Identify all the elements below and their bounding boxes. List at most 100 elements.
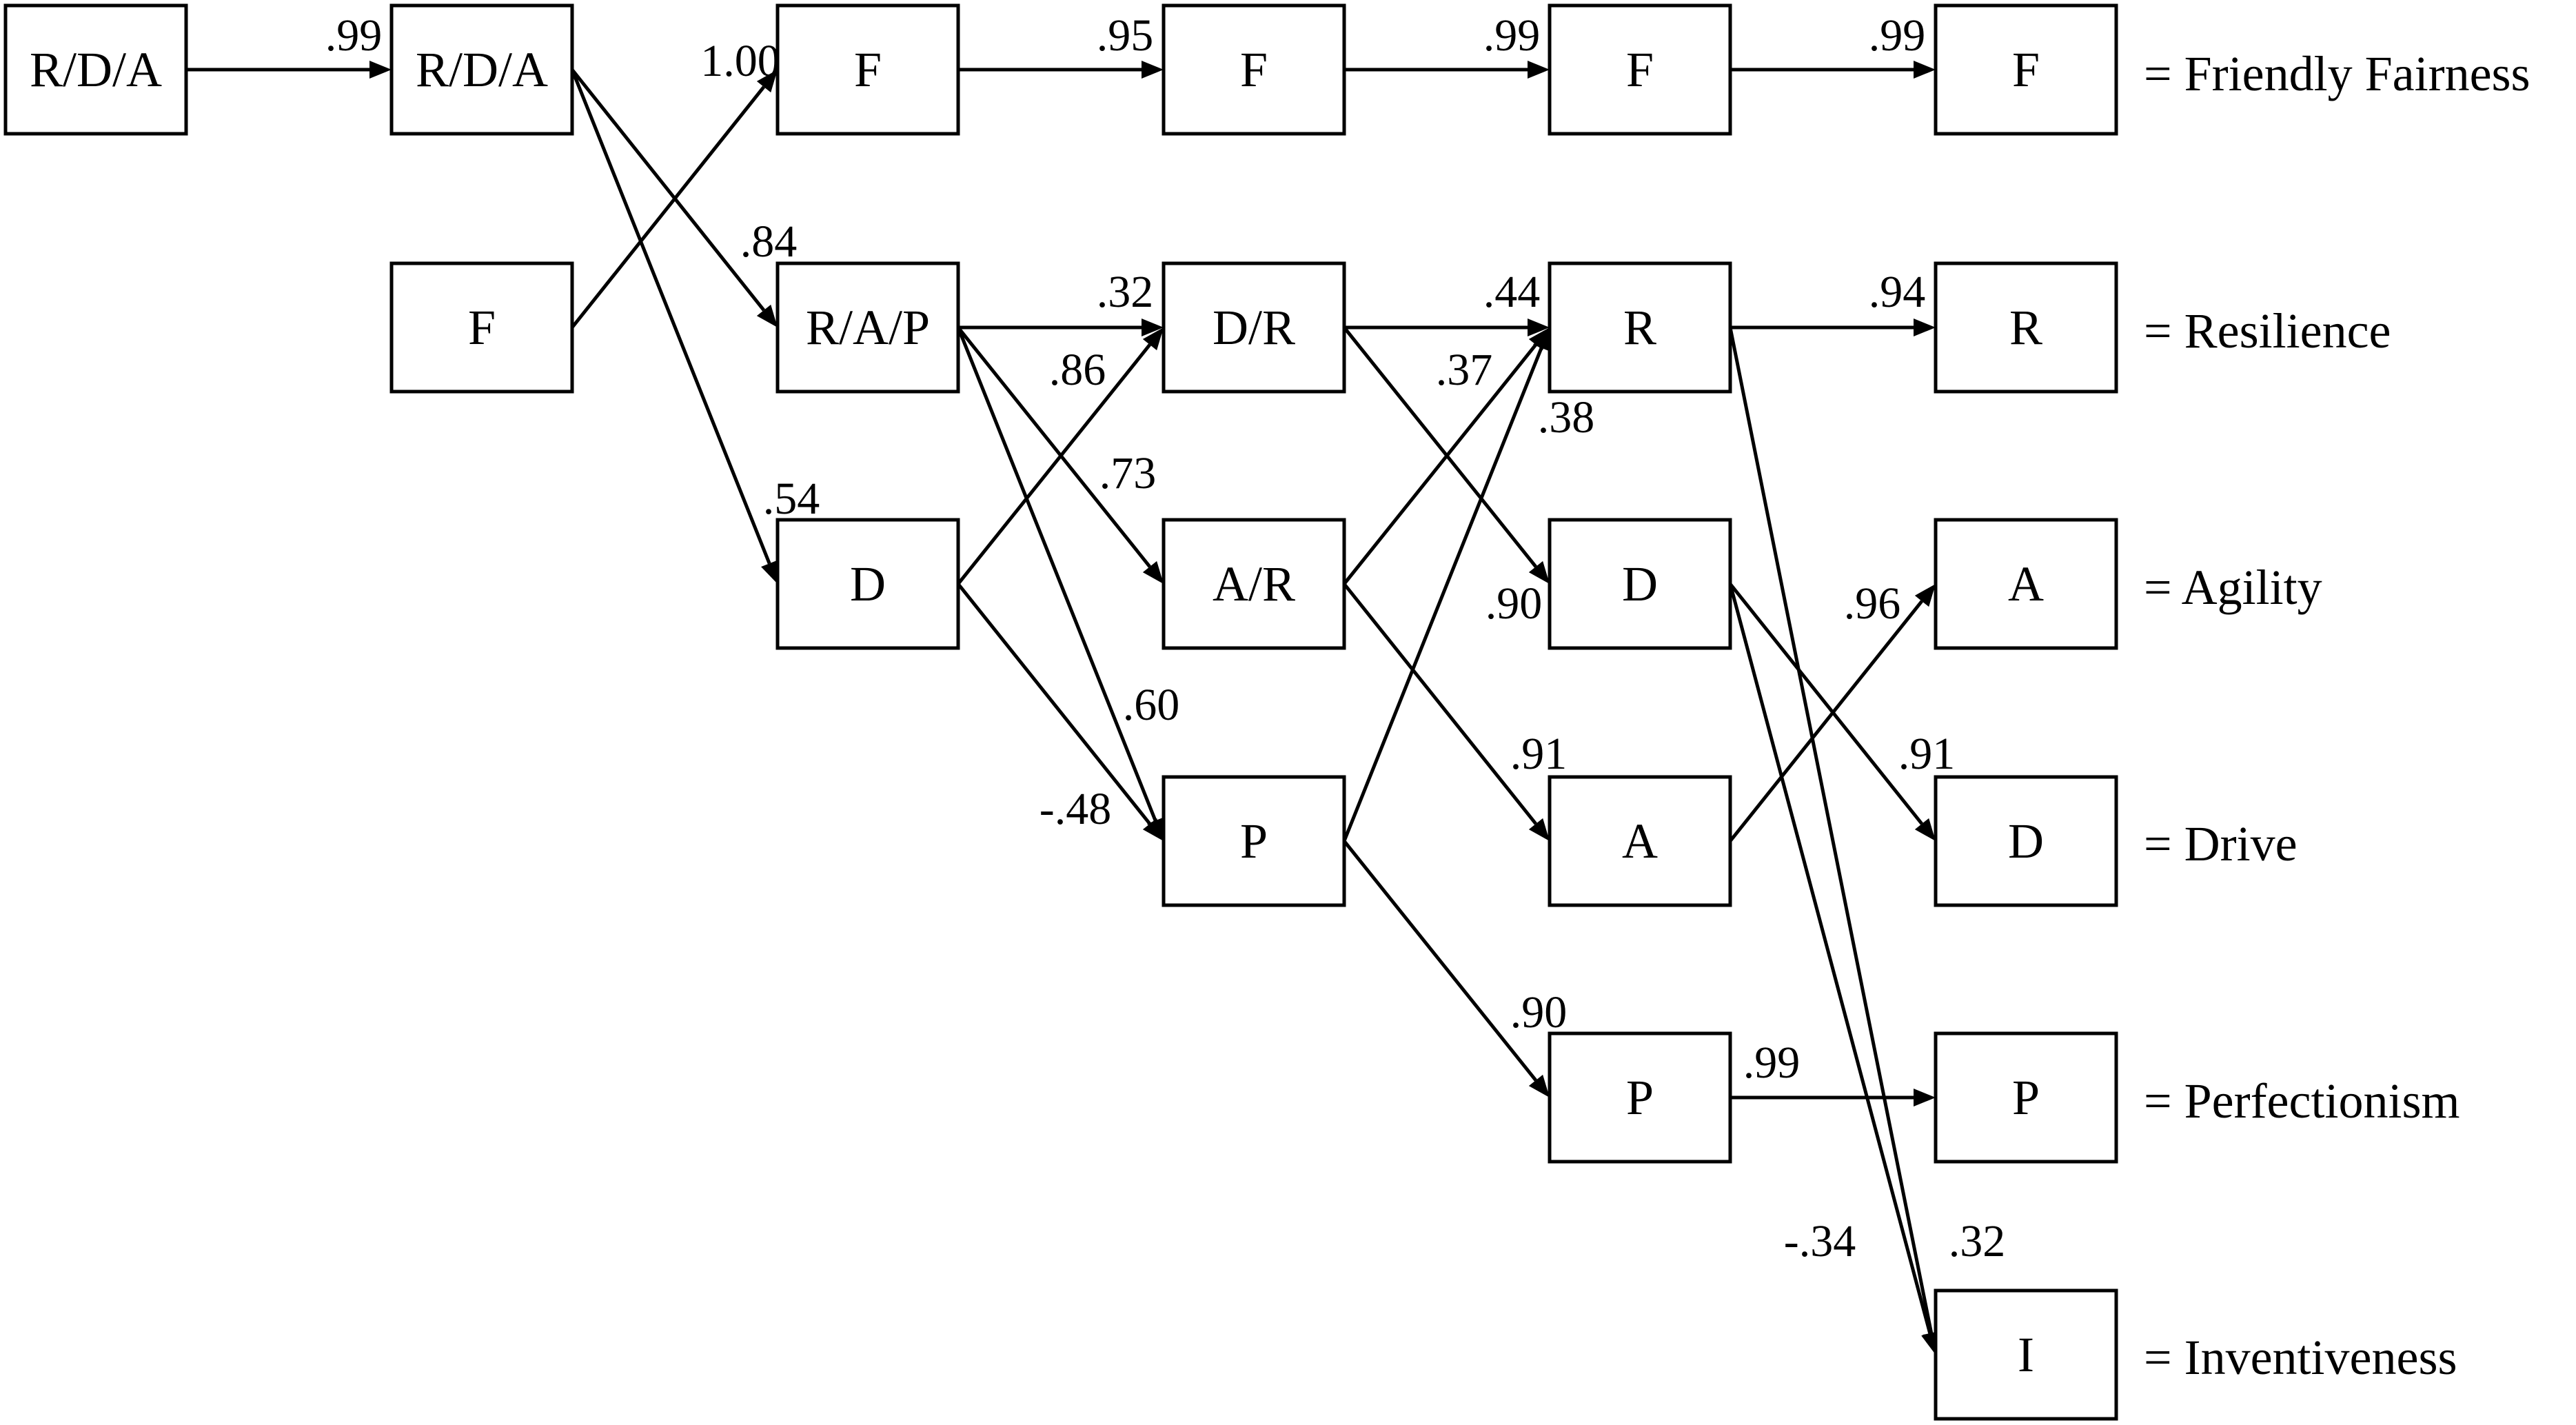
coefficient-label: .54: [763, 474, 820, 524]
node-label: D/R: [1213, 300, 1295, 355]
node-i-c6: I: [1934, 1288, 2118, 1421]
arrowhead: [1528, 1074, 1550, 1098]
coefficient-label: .94: [1869, 267, 1926, 317]
legend-perfectionism: = Perfectionism: [2144, 1073, 2460, 1129]
coefficient-label: .99: [325, 10, 383, 61]
node-r-c5: R: [1548, 261, 1732, 394]
node-rda1: R/D/A: [3, 3, 188, 136]
arrowhead: [756, 70, 778, 93]
node-label: I: [2018, 1327, 2034, 1382]
node-rap: R/A/P: [775, 261, 960, 394]
edge-d-c3-to-dr: [957, 343, 1151, 585]
node-box: [775, 261, 960, 394]
arrowhead: [1142, 560, 1164, 584]
edge-rap-to-ar: [957, 326, 1151, 568]
legend: = Friendly Fairness = Resilience = Agili…: [2144, 46, 2531, 1385]
node-label: F: [854, 42, 882, 97]
coefficient-label: .60: [1123, 680, 1180, 730]
node-f-c4: F: [1162, 3, 1346, 136]
node-label: R/A/P: [806, 300, 930, 355]
coefficient-label: .32: [1097, 267, 1154, 317]
arrowhead: [1914, 1089, 1936, 1106]
node-box: [1548, 1031, 1732, 1164]
node-label: D: [1622, 556, 1658, 612]
coefficient-label: .99: [1869, 10, 1926, 61]
edge-d-c5-to-d-c6: [1729, 583, 1923, 825]
arrowhead: [1528, 560, 1550, 584]
node-box: [775, 518, 960, 650]
coefficient-label: .37: [1436, 345, 1493, 395]
arrowhead: [1142, 327, 1164, 351]
node-f-c5: F: [1548, 3, 1732, 136]
node-label: P: [1240, 813, 1268, 869]
edge-ar-to-a-c5: [1343, 583, 1537, 825]
node-label: R: [1623, 300, 1656, 355]
arrowhead: [761, 560, 778, 584]
coefficient-label: .38: [1538, 392, 1595, 443]
arrowhead: [1914, 584, 1936, 607]
node-box: [1934, 518, 2118, 650]
node-box: [1934, 261, 2118, 394]
node-label: F: [468, 300, 496, 355]
node-box: [1548, 3, 1732, 136]
node-label: R/D/A: [416, 42, 548, 97]
node-box: [1162, 3, 1346, 136]
edge-f-c2-to-f-c3: [571, 85, 766, 329]
edge-p-c4-to-p-c5: [1343, 840, 1537, 1082]
node-f-c2: F: [389, 261, 574, 394]
edge-dr-to-d-c5: [1343, 326, 1537, 568]
legend-drive: = Drive: [2144, 816, 2298, 871]
node-label: R: [2009, 300, 2042, 355]
edge-p-c4-to-r-c5: [1342, 347, 1543, 842]
arrowhead: [1914, 319, 1936, 336]
arrowhead: [1528, 818, 1550, 841]
node-box: [1162, 518, 1346, 650]
node-box: [1548, 518, 1732, 650]
node-box: [1934, 775, 2118, 907]
node-box: [1934, 1288, 2118, 1421]
legend-agility: = Agility: [2144, 560, 2322, 615]
edge-d-c5-to-i-c6: [1728, 583, 1932, 1334]
node-box: [1548, 261, 1732, 394]
node-rda2: R/D/A: [389, 3, 574, 136]
edge-rda2-to-rap: [571, 68, 766, 312]
legend-friendly-fairness: = Friendly Fairness: [2144, 46, 2531, 101]
arrowhead: [756, 304, 778, 327]
edge-rda2-to-d-c3: [570, 69, 771, 565]
coefficient-label: .99: [1743, 1038, 1801, 1088]
arrowhead: [369, 61, 392, 79]
coefficient-label: .90: [1485, 578, 1543, 629]
node-p-c4: P: [1162, 775, 1346, 907]
node-d-c6: D: [1934, 775, 2118, 907]
coefficient-label: 1.00: [700, 36, 780, 86]
node-p-c6: P: [1934, 1031, 2118, 1164]
node-label: P: [1626, 1070, 1654, 1125]
coefficient-label: .32: [1949, 1216, 2006, 1266]
coefficient-labels-layer: .991.00.84.54.95.32.86.73.60-.48.99.44.3…: [325, 10, 2006, 1266]
node-f-c6: F: [1934, 3, 2118, 136]
node-dr: D/R: [1162, 261, 1346, 394]
arrowhead: [1914, 61, 1936, 79]
node-box: [1934, 1031, 2118, 1164]
node-label: A/R: [1213, 556, 1295, 612]
node-d-c3: D: [775, 518, 960, 650]
node-box: [775, 3, 960, 136]
arrowhead: [1528, 319, 1550, 336]
node-a-c6: A: [1934, 518, 2118, 650]
node-a-c5: A: [1548, 775, 1732, 907]
node-label: P: [2012, 1070, 2040, 1125]
legend-resilience: = Resilience: [2144, 303, 2391, 358]
node-label: A: [1622, 813, 1658, 869]
coefficient-label: .84: [740, 216, 798, 267]
edge-d-c3-to-p-c4: [957, 583, 1151, 825]
arrowhead: [1914, 818, 1936, 841]
edge-r-c5-to-i-c6: [1728, 327, 1934, 1334]
coefficient-label: .95: [1097, 10, 1154, 61]
coefficient-label: -.34: [1784, 1216, 1856, 1266]
arrowhead: [1142, 818, 1164, 841]
node-d-c5: D: [1548, 518, 1732, 650]
edge-rap-to-p-c4: [956, 327, 1157, 822]
node-box: [1162, 775, 1346, 907]
